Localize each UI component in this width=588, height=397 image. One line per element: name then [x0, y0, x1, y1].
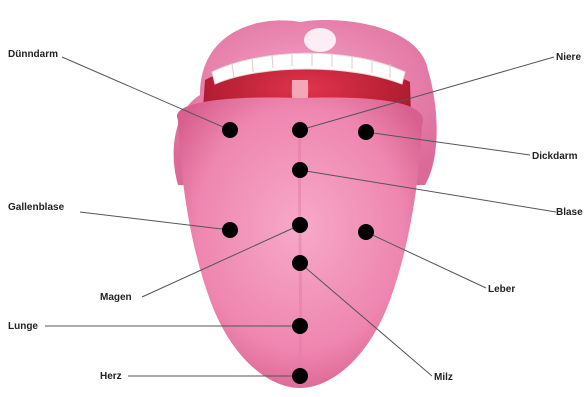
point-niere — [292, 122, 308, 138]
point-leber — [358, 224, 374, 240]
label-leber: Leber — [488, 284, 515, 295]
point-milz — [292, 255, 308, 271]
point-dickdarm — [358, 124, 374, 140]
label-niere: Niere — [556, 52, 581, 63]
point-lunge — [292, 318, 308, 334]
label-herz: Herz — [100, 371, 122, 382]
point-herz — [292, 368, 308, 384]
point-gallenblase — [222, 222, 238, 238]
point-magen — [292, 217, 308, 233]
point-duenndarm — [222, 122, 238, 138]
label-duenndarm: Dünndarm — [8, 49, 58, 60]
lip-highlight — [304, 28, 336, 52]
label-gallenblase: Gallenblase — [8, 202, 65, 213]
label-milz: Milz — [434, 372, 453, 383]
label-lunge: Lunge — [8, 321, 38, 332]
label-blase: Blase — [556, 207, 583, 218]
point-blase — [292, 162, 308, 178]
label-dickdarm: Dickdarm — [532, 151, 578, 162]
label-magen: Magen — [100, 292, 132, 303]
